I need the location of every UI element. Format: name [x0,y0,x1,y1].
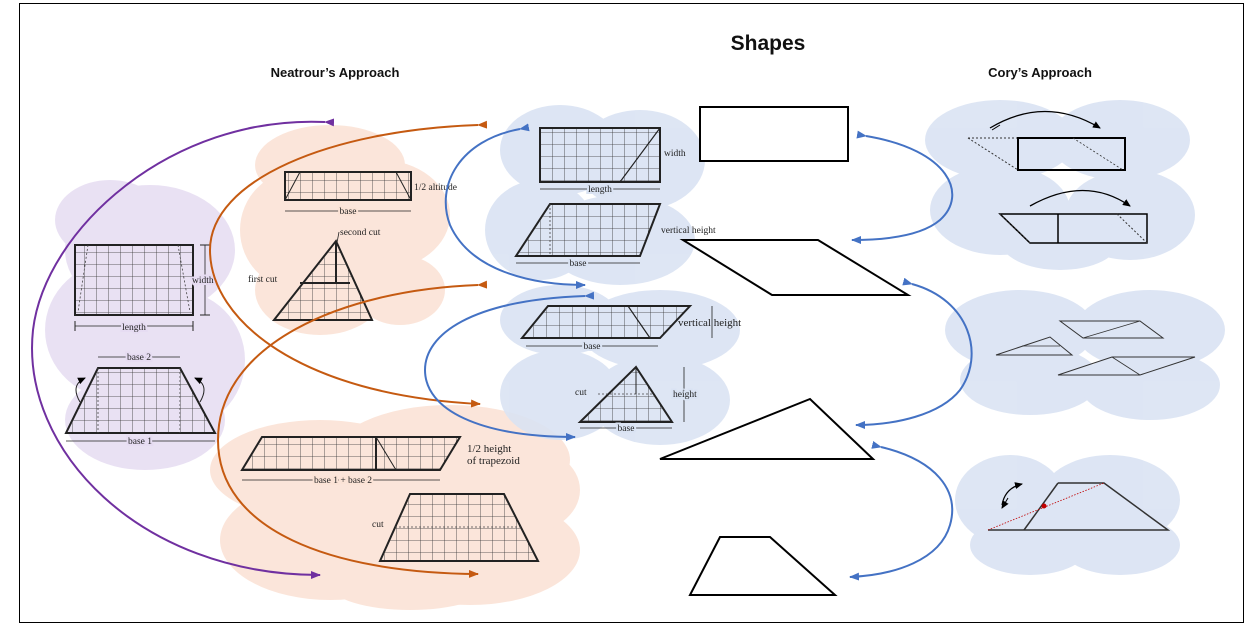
base-label-4: base [618,424,635,434]
of-trapezoid-label: of trapezoid [467,455,520,467]
length-label-2: length [588,185,612,195]
base-label-2: base [570,259,587,269]
base-label-3: base [584,342,601,352]
blue-cloud-right-2 [945,290,1225,420]
base1-label: base 1 [128,437,152,447]
height-label: height [673,390,697,400]
blue-arrow-left-top [444,123,586,289]
figure-frame [19,3,1244,623]
neatrour-rectangle: length width [74,244,216,335]
blue-arrow-left-bottom [423,291,595,441]
diagram-title: Shapes [731,32,806,55]
blue-cloud-right-1 [925,100,1195,270]
shape-trapezoid [688,536,838,596]
orange-arrow-bottom [216,280,488,578]
orange-cloud-bottom [210,405,580,610]
shape-parallelogram [679,239,912,296]
second-cut-label: second cut [340,228,381,238]
blue-arrow-right-3 [849,441,954,581]
vertical-height-label-2: vertical height [678,317,741,329]
half-altitude-label: 1/2 altitude [414,183,457,193]
cory-trapezoid-sketch [987,482,1171,531]
cut-label-2: cut [575,388,587,398]
length-label: length [122,323,146,333]
cut-label-1: cut [372,520,384,530]
shape-triangle [659,397,876,460]
blue-cloud-right-3 [955,455,1180,575]
shape-rectangle [699,106,849,162]
width-label: width [192,276,214,286]
first-cut-label: first cut [248,274,278,285]
cory-parallelogram-sketch [998,189,1148,244]
blue-arrow-right-1 [851,130,954,244]
cory-rectangle-sketch [967,110,1126,171]
left-heading: Neatrour’s Approach [271,65,400,80]
half-height-label: 1/2 height [467,443,511,455]
base-label-1: base [340,207,357,217]
blue-arrow-right-2 [855,277,973,429]
neatrour-half-altitude-rect: base 1/2 altitude [284,171,457,219]
base1-plus-base2-label: base 1 + base 2 [314,476,372,486]
width-label-2: width [664,149,686,159]
base2-label: base 2 [127,353,151,363]
cory-triangle-sketches [995,320,1196,376]
vertical-height-label-1: vertical height [661,226,716,236]
purple-arrow [31,118,335,579]
orange-arrow-top [208,120,488,408]
right-heading: Cory’s Approach [988,65,1092,80]
